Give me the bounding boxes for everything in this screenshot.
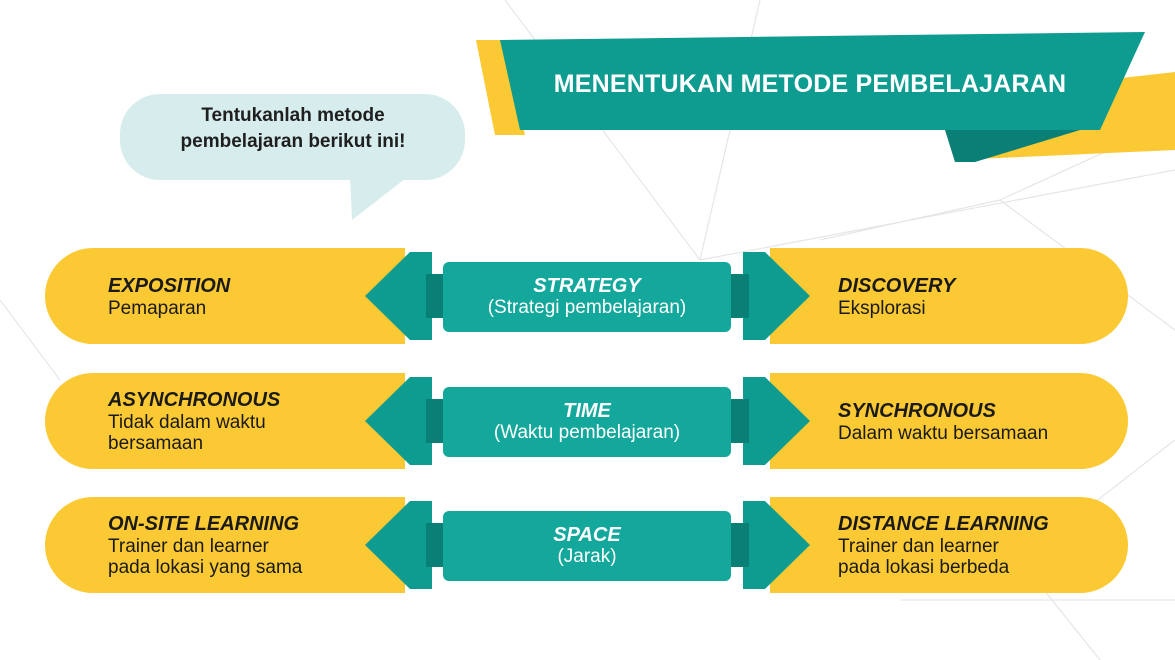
right-pill — [770, 497, 1128, 593]
left-desc-line-1: Tidak dalam waktu — [108, 412, 266, 433]
center-desc: (Waktu pembelajaran) — [493, 422, 681, 443]
center-desc: (Strategi pembelajaran) — [487, 297, 687, 318]
left-title: EXPOSITION — [108, 274, 231, 297]
banner-teal-shadow — [945, 130, 1080, 162]
right-desc: Dalam waktu bersamaan — [838, 422, 1049, 444]
center-title: SPACE — [553, 524, 621, 546]
right-title: DISTANCE LEARNING — [838, 513, 1049, 535]
bubble-line-2: pembelajaran berikut ini! — [180, 131, 406, 152]
left-label: EXPOSITION Pemaparan — [108, 248, 358, 344]
center-title: TIME — [563, 400, 611, 422]
right-label: SYNCHRONOUS Dalam waktu bersamaan — [838, 373, 1108, 469]
left-arrowhead — [365, 501, 432, 589]
speech-bubble-text: Tentukanlah metode pembelajaran berikut … — [128, 103, 458, 155]
speech-bubble — [120, 94, 465, 220]
center-label: SPACE (Jarak) — [443, 511, 731, 581]
center-box — [443, 387, 731, 457]
right-label: DISTANCE LEARNING Trainer dan learner pa… — [838, 497, 1108, 593]
page-title: MENENTUKAN METODE PEMBELAJARAN — [553, 70, 1067, 98]
right-arrowhead — [743, 377, 810, 465]
row-time: ASYNCHRONOUS Tidak dalam waktu bersamaan… — [0, 373, 1175, 473]
right-arrowhead — [743, 252, 810, 340]
left-title: ASYNCHRONOUS — [108, 389, 281, 411]
banner-yellow-left — [476, 40, 525, 135]
center-label: TIME (Waktu pembelajaran) — [443, 387, 731, 457]
left-arrowhead — [365, 377, 432, 465]
right-pill — [770, 373, 1128, 469]
right-label: DISCOVERY Eksplorasi — [838, 248, 1108, 344]
row-strategy: EXPOSITION Pemaparan STRATEGY (Strategi … — [0, 248, 1175, 348]
right-pill — [770, 248, 1128, 344]
center-box — [443, 262, 731, 332]
shaft-left — [426, 399, 446, 443]
row-shapes — [45, 248, 1128, 344]
shaft-right — [729, 523, 749, 567]
row-shapes — [45, 497, 1128, 593]
center-box — [443, 511, 731, 581]
right-title: DISCOVERY — [838, 274, 956, 297]
left-label: ON-SITE LEARNING Trainer dan learner pad… — [108, 497, 358, 593]
right-desc: Eksplorasi — [838, 297, 926, 319]
left-pill — [45, 248, 405, 344]
right-desc-line-2: pada lokasi berbeda — [838, 557, 1010, 578]
left-desc-line-2: pada lokasi yang sama — [108, 557, 303, 578]
left-title: ON-SITE LEARNING — [108, 513, 300, 535]
bubble-line-1: Tentukanlah metode — [201, 105, 385, 126]
left-pill — [45, 373, 405, 469]
center-label: STRATEGY (Strategi pembelajaran) — [443, 262, 731, 332]
row-shapes — [45, 373, 1128, 469]
shaft-right — [729, 399, 749, 443]
title-banner — [476, 32, 1175, 162]
shaft-left — [426, 274, 446, 318]
center-desc: (Jarak) — [557, 546, 617, 567]
left-label: ASYNCHRONOUS Tidak dalam waktu bersamaan — [108, 373, 358, 469]
left-desc-line-1: Trainer dan learner — [108, 536, 269, 557]
banner-teal-main — [500, 32, 1145, 130]
right-title: SYNCHRONOUS — [838, 399, 996, 422]
shaft-right — [729, 274, 749, 318]
row-space: ON-SITE LEARNING Trainer dan learner pad… — [0, 497, 1175, 597]
left-arrowhead — [365, 252, 432, 340]
left-desc: Pemaparan — [108, 297, 207, 319]
right-arrowhead — [743, 501, 810, 589]
right-desc-line-1: Trainer dan learner — [838, 536, 999, 557]
left-pill — [45, 497, 405, 593]
center-title: STRATEGY — [533, 275, 641, 297]
shaft-left — [426, 523, 446, 567]
left-desc-line-2: bersamaan — [108, 433, 204, 454]
